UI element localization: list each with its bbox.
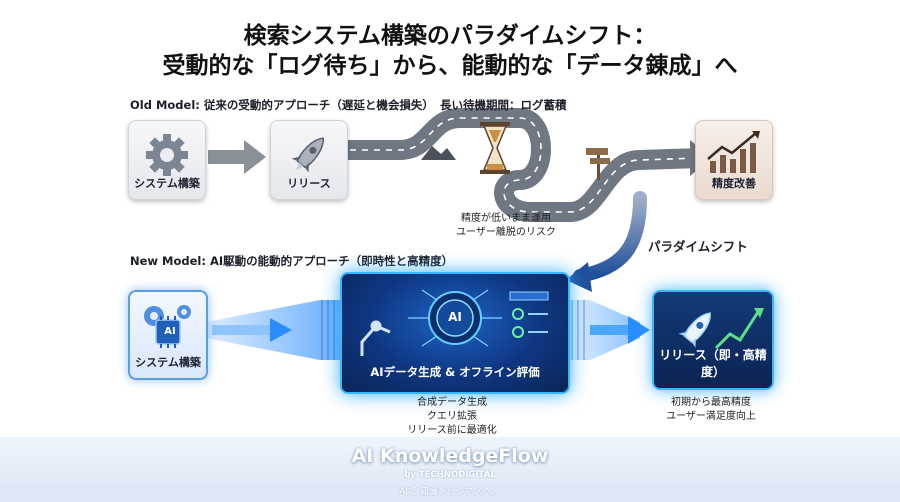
step-label: システム構築 bbox=[135, 356, 201, 369]
center-note-line: クエリ拡張 bbox=[427, 411, 477, 422]
old-step-accuracy: 精度改善 bbox=[695, 120, 773, 200]
center-note-line: 合成データ生成 bbox=[417, 397, 487, 408]
old-step-system-build: システム構築 bbox=[128, 120, 206, 200]
step-label: AIデータ生成 & オフライン評価 bbox=[370, 365, 540, 379]
ai-brain-icon bbox=[360, 289, 549, 356]
step-label: システム構築 bbox=[134, 177, 200, 190]
brand-name: AI KnowledgeFlow bbox=[351, 445, 549, 467]
new-step-system-build: AI システム構築 bbox=[128, 290, 208, 380]
winding-road bbox=[340, 108, 712, 222]
right-note-line: 初期から最高精度 bbox=[671, 397, 751, 408]
wait-period-label: 長い待機期間：ログ蓄積 bbox=[440, 98, 567, 112]
page-subtitle: 受動的な「ログ待ち」から、能動的な「データ錬成」へ bbox=[162, 53, 738, 79]
growth-chart-icon bbox=[707, 131, 760, 173]
right-note-line: ユーザー満足度向上 bbox=[666, 411, 756, 422]
ai-brain-label: AI bbox=[448, 310, 462, 324]
center-note: 合成データ生成 クエリ拡張 リリース前に最適化 bbox=[392, 396, 512, 438]
signpost-icon bbox=[586, 148, 610, 180]
new-model-label: New Model: AI駆動の能動的アプローチ（即時性と高精度） bbox=[130, 254, 454, 268]
risk-note: 精度が低いまま運用 ユーザー離脱のリスク bbox=[446, 212, 566, 240]
rocket-growth-icon bbox=[678, 308, 764, 350]
ai-chip-label: AI bbox=[164, 326, 176, 337]
brand-byline: by TECHNODIGITAL bbox=[404, 470, 496, 480]
old-model-label: Old Model: 従来の受動的アプローチ（遅延と機会損失） bbox=[130, 98, 434, 112]
new-arrow-right bbox=[566, 300, 650, 360]
step-label: 精度改善 bbox=[712, 177, 756, 190]
center-note-line: リリース前に最適化 bbox=[407, 425, 497, 436]
robot-arm-icon bbox=[360, 320, 391, 356]
old-arrow-1 bbox=[208, 140, 266, 174]
checklist-icon bbox=[509, 291, 549, 338]
footer-banner: AI KnowledgeFlow by TECHNODIGITAL AIで 知識… bbox=[0, 437, 900, 502]
page-title: 検索システム構築のパラダイムシフト： bbox=[243, 23, 657, 49]
old-step-release: リリース bbox=[270, 120, 348, 200]
right-note: 初期から最高精度 ユーザー満足度向上 bbox=[652, 396, 770, 424]
risk-note-line: ユーザー離脱のリスク bbox=[456, 227, 556, 238]
brand-tagline: AIで 知識をビジネスへ。 bbox=[399, 487, 501, 497]
new-step-release: リリース（即・高精度） bbox=[652, 290, 774, 390]
new-arrow-left bbox=[206, 300, 340, 360]
step-label: リリース（即・高精度） bbox=[659, 348, 767, 379]
gear-icon bbox=[146, 134, 188, 176]
gear-ai-icon bbox=[144, 305, 191, 348]
paradigm-shift-arrow bbox=[566, 191, 647, 292]
paradigm-shift-label: パラダイムシフト bbox=[648, 239, 748, 254]
rocket-icon bbox=[291, 137, 324, 173]
hourglass-icon bbox=[480, 122, 510, 174]
ai-data-generation-panel: AI AIデータ生成 & オフライン評価 bbox=[340, 272, 570, 394]
step-label: リリース bbox=[287, 177, 331, 190]
risk-note-line: 精度が低いまま運用 bbox=[461, 213, 551, 224]
